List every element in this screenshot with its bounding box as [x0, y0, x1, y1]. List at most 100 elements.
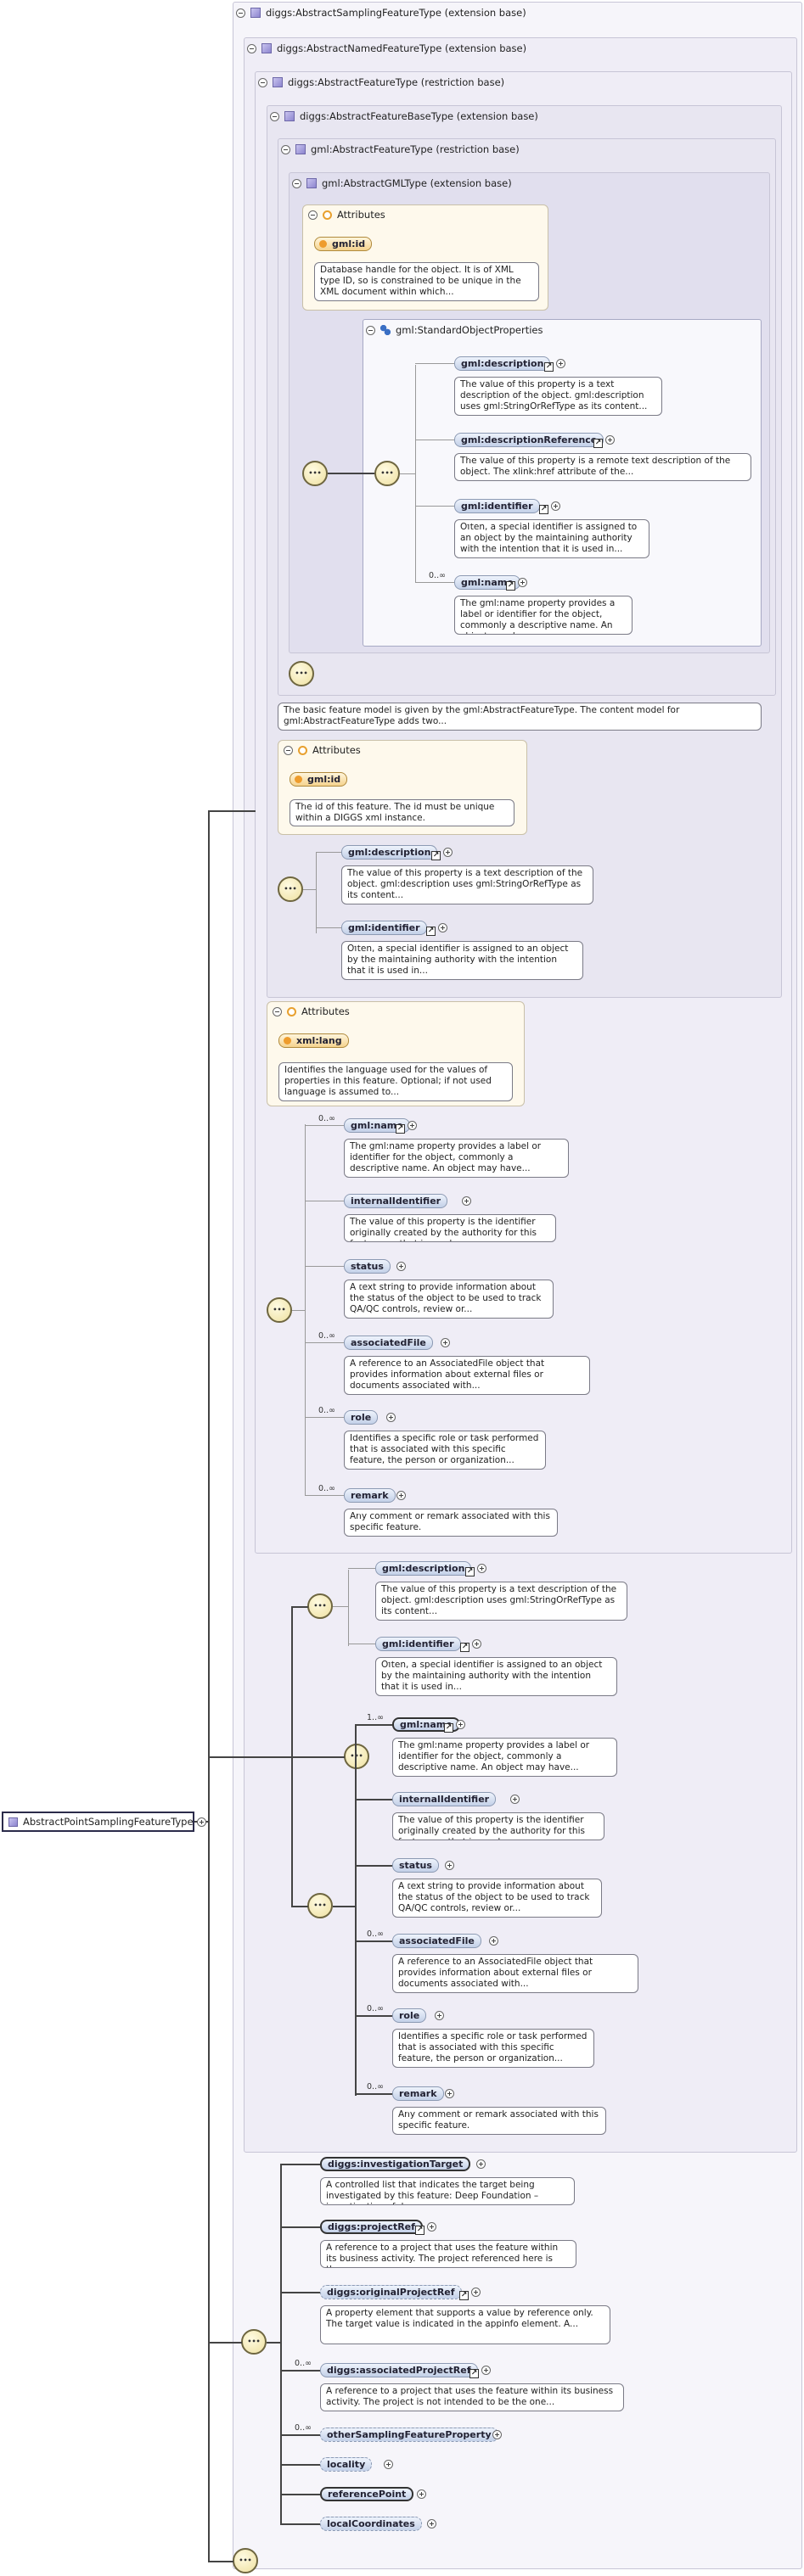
- element-associated-file[interactable]: associatedFile: [392, 1934, 481, 1948]
- collapse-toggle-icon[interactable]: [247, 43, 256, 53]
- element-internal-identifier[interactable]: internalIdentifier: [392, 1792, 497, 1806]
- ext-header-abstract-named[interactable]: diggs:AbstractNamedFeatureType (extensio…: [247, 41, 526, 56]
- element-remark[interactable]: remark: [392, 2086, 444, 2101]
- collapse-toggle-icon[interactable]: [273, 1006, 282, 1016]
- element-investigation-target[interactable]: diggs:investigationTarget: [320, 2157, 471, 2171]
- element-remark[interactable]: remark: [344, 1488, 396, 1503]
- collapse-toggle-icon[interactable]: [270, 111, 279, 121]
- expand-toggle-icon[interactable]: [396, 1262, 406, 1271]
- element-locality[interactable]: locality: [320, 2457, 373, 2472]
- collapse-toggle-icon[interactable]: [236, 8, 245, 18]
- element-role[interactable]: role: [392, 2008, 427, 2023]
- expand-toggle-icon[interactable]: [417, 2489, 426, 2499]
- collapse-toggle-icon[interactable]: [284, 745, 293, 755]
- connector: [291, 1606, 293, 1907]
- sequence-compositor-icon[interactable]: •••: [289, 661, 314, 686]
- element-gml-identifier[interactable]: gml:identifier: [454, 499, 540, 513]
- element-local-coordinates[interactable]: localCoordinates: [320, 2517, 422, 2531]
- element-status[interactable]: status: [344, 1259, 391, 1274]
- expand-toggle-icon[interactable]: [441, 1338, 450, 1347]
- expand-toggle-icon[interactable]: [476, 2159, 486, 2169]
- connector: [355, 1799, 392, 1800]
- element-gml-identifier[interactable]: gml:identifier: [375, 1637, 461, 1651]
- ext-label: gml:AbstractGMLType (extension base): [322, 177, 512, 189]
- cardinality-label: 0..∞: [295, 2423, 312, 2433]
- element-role[interactable]: role: [344, 1410, 379, 1425]
- sequence-compositor-icon[interactable]: •••: [267, 1297, 292, 1323]
- connector: [280, 2464, 320, 2466]
- element-gml-description[interactable]: gml:description: [375, 1561, 472, 1576]
- sequence-compositor-icon[interactable]: •••: [344, 1744, 369, 1769]
- collapse-toggle-icon[interactable]: [366, 325, 375, 335]
- element-gml-name[interactable]: gml:name: [392, 1717, 460, 1732]
- ext-header-abstract-feature[interactable]: diggs:AbstractFeatureType (restriction b…: [258, 75, 504, 90]
- attr-gml-id-2[interactable]: gml:id: [290, 772, 348, 787]
- expand-toggle-icon[interactable]: [462, 1196, 471, 1206]
- expand-toggle-icon[interactable]: [435, 2011, 444, 2020]
- element-status[interactable]: status: [392, 1858, 439, 1873]
- element-description: Any comment or remark associated with th…: [344, 1509, 558, 1537]
- expand-toggle-icon[interactable]: [556, 359, 565, 368]
- group-header[interactable]: gml:StandardObjectProperties: [366, 322, 543, 338]
- collapse-toggle-icon[interactable]: [308, 210, 318, 220]
- element-associated-project-ref[interactable]: diggs:associatedProjectRef: [320, 2363, 478, 2377]
- expand-toggle-icon[interactable]: [492, 2430, 502, 2439]
- expand-toggle-icon[interactable]: [489, 1936, 498, 1946]
- sequence-compositor-icon[interactable]: •••: [307, 1893, 333, 1918]
- expand-toggle-icon[interactable]: [438, 923, 447, 932]
- sequence-compositor-icon[interactable]: •••: [233, 2548, 258, 2573]
- ext-header-gml-abstract-gml[interactable]: gml:AbstractGMLType (extension base): [292, 176, 512, 191]
- choice-compositor-icon[interactable]: •••: [307, 1593, 333, 1619]
- collapse-toggle-icon[interactable]: [292, 178, 301, 188]
- expand-toggle-icon[interactable]: [605, 435, 615, 445]
- ext-header-feature-base[interactable]: diggs:AbstractFeatureBaseType (extension…: [270, 109, 538, 124]
- expand-toggle-icon[interactable]: [518, 578, 527, 587]
- sequence-compositor-icon[interactable]: •••: [241, 2329, 267, 2355]
- expand-toggle-icon[interactable]: [427, 2222, 436, 2232]
- sequence-compositor-icon[interactable]: •••: [302, 461, 328, 486]
- expand-toggle-icon[interactable]: [384, 2460, 393, 2469]
- element-other-sampling-feature-property[interactable]: otherSamplingFeatureProperty: [320, 2428, 498, 2442]
- expand-toggle-icon[interactable]: [472, 1639, 481, 1649]
- expand-toggle-icon[interactable]: [510, 1795, 520, 1804]
- expand-toggle-icon[interactable]: [443, 848, 453, 857]
- connector: [305, 1125, 344, 1126]
- element-reference-point[interactable]: referencePoint: [320, 2487, 414, 2501]
- ext-header-abstract-sampling[interactable]: diggs:AbstractSamplingFeatureType (exten…: [236, 5, 526, 20]
- attr-xml-lang[interactable]: xml:lang: [278, 1033, 349, 1048]
- element-gml-description[interactable]: gml:description: [341, 845, 438, 860]
- element-associated-file[interactable]: associatedFile: [344, 1336, 433, 1350]
- ext-header-gml-feature[interactable]: gml:AbstractFeatureType (restriction bas…: [281, 142, 520, 157]
- choice-compositor-icon[interactable]: •••: [374, 461, 400, 486]
- element-internal-identifier[interactable]: internalIdentifier: [344, 1194, 448, 1208]
- expand-toggle-icon[interactable]: [551, 501, 560, 511]
- element-description: Often, a special identifier is assigned …: [375, 1657, 617, 1696]
- connector: [280, 2164, 320, 2165]
- expand-toggle-icon[interactable]: [477, 1564, 486, 1573]
- element-gml-description-reference[interactable]: gml:descriptionReference: [454, 433, 604, 447]
- expand-toggle-icon[interactable]: [408, 1121, 417, 1130]
- element-description: The gml:name property provides a label o…: [344, 1139, 569, 1178]
- expand-toggle-icon[interactable]: [197, 1817, 206, 1827]
- element-gml-identifier[interactable]: gml:identifier: [341, 921, 427, 935]
- expand-toggle-icon[interactable]: [386, 1413, 396, 1422]
- element-gml-name[interactable]: gml:name: [454, 575, 520, 590]
- attr-gml-id[interactable]: gml:id: [314, 237, 373, 251]
- root-type-node[interactable]: AbstractPointSamplingFeatureType: [2, 1812, 206, 1832]
- expand-toggle-icon[interactable]: [396, 1491, 406, 1500]
- element-description: The value of this property is a text des…: [454, 377, 662, 416]
- expand-toggle-icon[interactable]: [445, 1861, 454, 1870]
- collapse-toggle-icon[interactable]: [258, 77, 267, 87]
- expand-toggle-icon[interactable]: [471, 2288, 481, 2297]
- element-gml-name[interactable]: gml:name: [344, 1118, 410, 1133]
- reference-arrow-icon: ↗: [426, 927, 436, 936]
- expand-toggle-icon[interactable]: [445, 2089, 454, 2098]
- expand-toggle-icon[interactable]: [481, 2366, 491, 2375]
- expand-toggle-icon[interactable]: [427, 2519, 436, 2528]
- collapse-toggle-icon[interactable]: [281, 144, 290, 154]
- element-project-ref[interactable]: diggs:projectRef: [320, 2220, 423, 2234]
- element-gml-description[interactable]: gml:description: [454, 356, 551, 371]
- sequence-compositor-icon[interactable]: •••: [278, 876, 303, 902]
- element-original-project-ref[interactable]: diggs:originalProjectRef: [320, 2285, 462, 2299]
- expand-toggle-icon[interactable]: [456, 1720, 465, 1729]
